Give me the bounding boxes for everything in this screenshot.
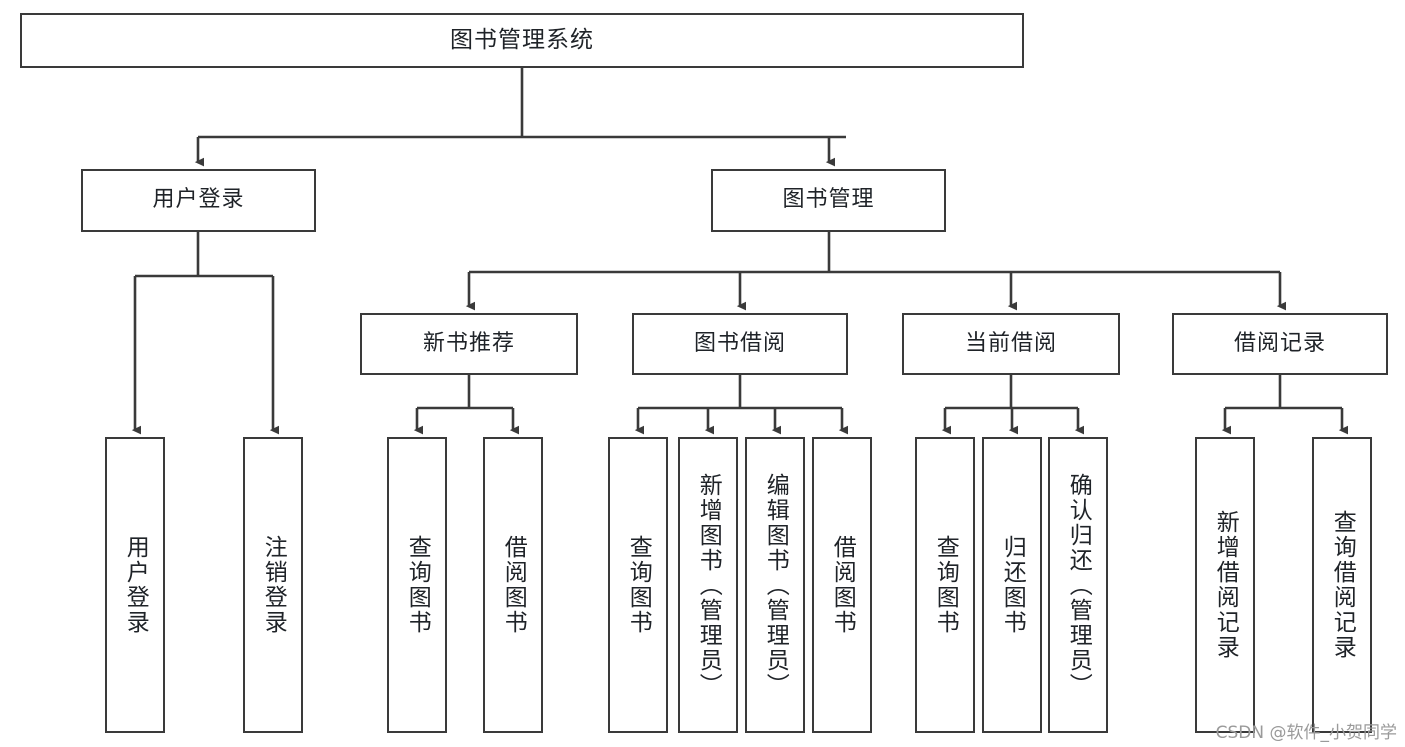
node-leaf-borrow-book-1[interactable]: 借阅图书 <box>483 437 543 733</box>
node-leaf-borrow-book-2[interactable]: 借阅图书 <box>812 437 872 733</box>
node-book-manage[interactable]: 图书管理 <box>711 169 946 232</box>
node-root[interactable]: 图书管理系统 <box>20 13 1024 68</box>
node-leaf-return-book-label: 归还图书 <box>999 535 1026 635</box>
node-leaf-add-book[interactable]: 新增图书（管理员） <box>678 437 738 733</box>
node-leaf-user-login[interactable]: 用户登录 <box>105 437 165 733</box>
node-leaf-edit-book[interactable]: 编辑图书（管理员） <box>745 437 805 733</box>
node-leaf-user-logout-label: 注销登录 <box>260 535 287 635</box>
node-leaf-query-record[interactable]: 查询借阅记录 <box>1312 437 1372 733</box>
node-book-borrow[interactable]: 图书借阅 <box>632 313 848 375</box>
node-leaf-confirm-return[interactable]: 确认归还（管理员） <box>1048 437 1108 733</box>
node-book-borrow-label: 图书借阅 <box>693 330 786 356</box>
node-leaf-user-logout[interactable]: 注销登录 <box>243 437 303 733</box>
node-leaf-borrow-book-1-label: 借阅图书 <box>500 535 527 635</box>
node-leaf-confirm-return-label: 确认归还（管理员） <box>1065 472 1092 698</box>
node-leaf-query-book-1[interactable]: 查询图书 <box>387 437 447 733</box>
node-borrow-record-label: 借阅记录 <box>1233 330 1326 356</box>
node-leaf-query-book-2[interactable]: 查询图书 <box>608 437 668 733</box>
node-leaf-query-book-3-label: 查询图书 <box>932 535 959 635</box>
node-leaf-add-record[interactable]: 新增借阅记录 <box>1195 437 1255 733</box>
node-leaf-edit-book-label: 编辑图书（管理员） <box>762 472 789 698</box>
node-leaf-user-login-label: 用户登录 <box>122 535 149 635</box>
node-new-book-recommend[interactable]: 新书推荐 <box>360 313 578 375</box>
node-user-login-label: 用户登录 <box>152 187 245 213</box>
node-leaf-borrow-book-2-label: 借阅图书 <box>829 535 856 635</box>
node-leaf-add-book-label: 新增图书（管理员） <box>695 472 722 698</box>
node-leaf-query-book-2-label: 查询图书 <box>625 535 652 635</box>
node-leaf-add-record-label: 新增借阅记录 <box>1212 510 1239 660</box>
node-book-manage-label: 图书管理 <box>782 187 875 213</box>
node-current-borrow[interactable]: 当前借阅 <box>902 313 1120 375</box>
node-root-label: 图书管理系统 <box>450 26 594 53</box>
watermark-text: CSDN @软件_小贺同学 <box>1215 723 1397 743</box>
node-current-borrow-label: 当前借阅 <box>964 330 1057 356</box>
node-leaf-query-book-1-label: 查询图书 <box>404 535 431 635</box>
node-borrow-record[interactable]: 借阅记录 <box>1172 313 1388 375</box>
node-leaf-query-record-label: 查询借阅记录 <box>1329 510 1356 660</box>
node-leaf-query-book-3[interactable]: 查询图书 <box>915 437 975 733</box>
node-new-book-recommend-label: 新书推荐 <box>422 330 515 356</box>
node-leaf-return-book[interactable]: 归还图书 <box>982 437 1042 733</box>
node-user-login[interactable]: 用户登录 <box>81 169 316 232</box>
